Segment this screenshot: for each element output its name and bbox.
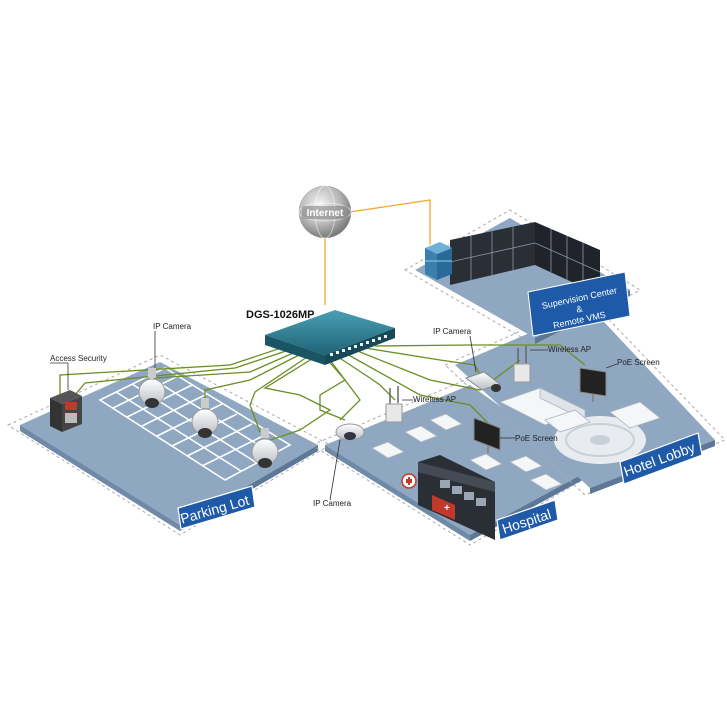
dome-camera-icon	[138, 368, 166, 408]
access-security-label: Access Security	[50, 354, 107, 363]
poe-screen-icon	[473, 417, 501, 453]
bullet-camera-icon	[464, 371, 502, 392]
svg-text:+: +	[444, 503, 450, 514]
ip-camera-hospital-label: IP Camera	[313, 499, 352, 508]
internet-links	[324, 199, 431, 305]
hotel-lobby-title-box	[619, 432, 703, 485]
hospital-title-box	[496, 499, 559, 541]
dome-camera-icon	[251, 428, 279, 468]
parking-lot-area	[6, 354, 332, 536]
switch-label: DGS-1026MP	[246, 309, 314, 321]
network-cables	[59, 344, 586, 441]
switch-icon	[265, 310, 395, 365]
internet-label: Internet	[307, 208, 344, 219]
server-rack-icon	[425, 242, 452, 280]
supervision-label-box	[527, 271, 631, 337]
lobby-furniture	[498, 387, 661, 433]
wireless-ap-lobby-label: Wireless AP	[548, 345, 591, 354]
internet-globe-icon	[298, 185, 352, 239]
poe-screen-icon	[579, 367, 607, 402]
access-security-icon	[50, 390, 82, 432]
poe-screen-lobby-label: PoE Screen	[617, 358, 660, 367]
supervision-line2: &	[575, 304, 583, 315]
parking-lot-title-box	[177, 485, 256, 530]
hospital-building-icon: +	[418, 455, 495, 540]
poe-screen-hospital-label: PoE Screen	[515, 434, 558, 443]
ceiling-camera-icon	[335, 423, 365, 441]
wireless-ap-icon	[513, 346, 531, 383]
dome-camera-icon	[191, 398, 219, 438]
ip-camera-parking-label: IP Camera	[153, 322, 192, 331]
wireless-ap-hospital-label: Wireless AP	[413, 395, 456, 404]
wireless-ap-icon	[385, 386, 403, 423]
video-wall	[449, 222, 601, 295]
ip-camera-lobby-label: IP Camera	[433, 327, 472, 336]
red-cross-icon	[401, 473, 417, 489]
hospital-beds	[371, 413, 563, 491]
